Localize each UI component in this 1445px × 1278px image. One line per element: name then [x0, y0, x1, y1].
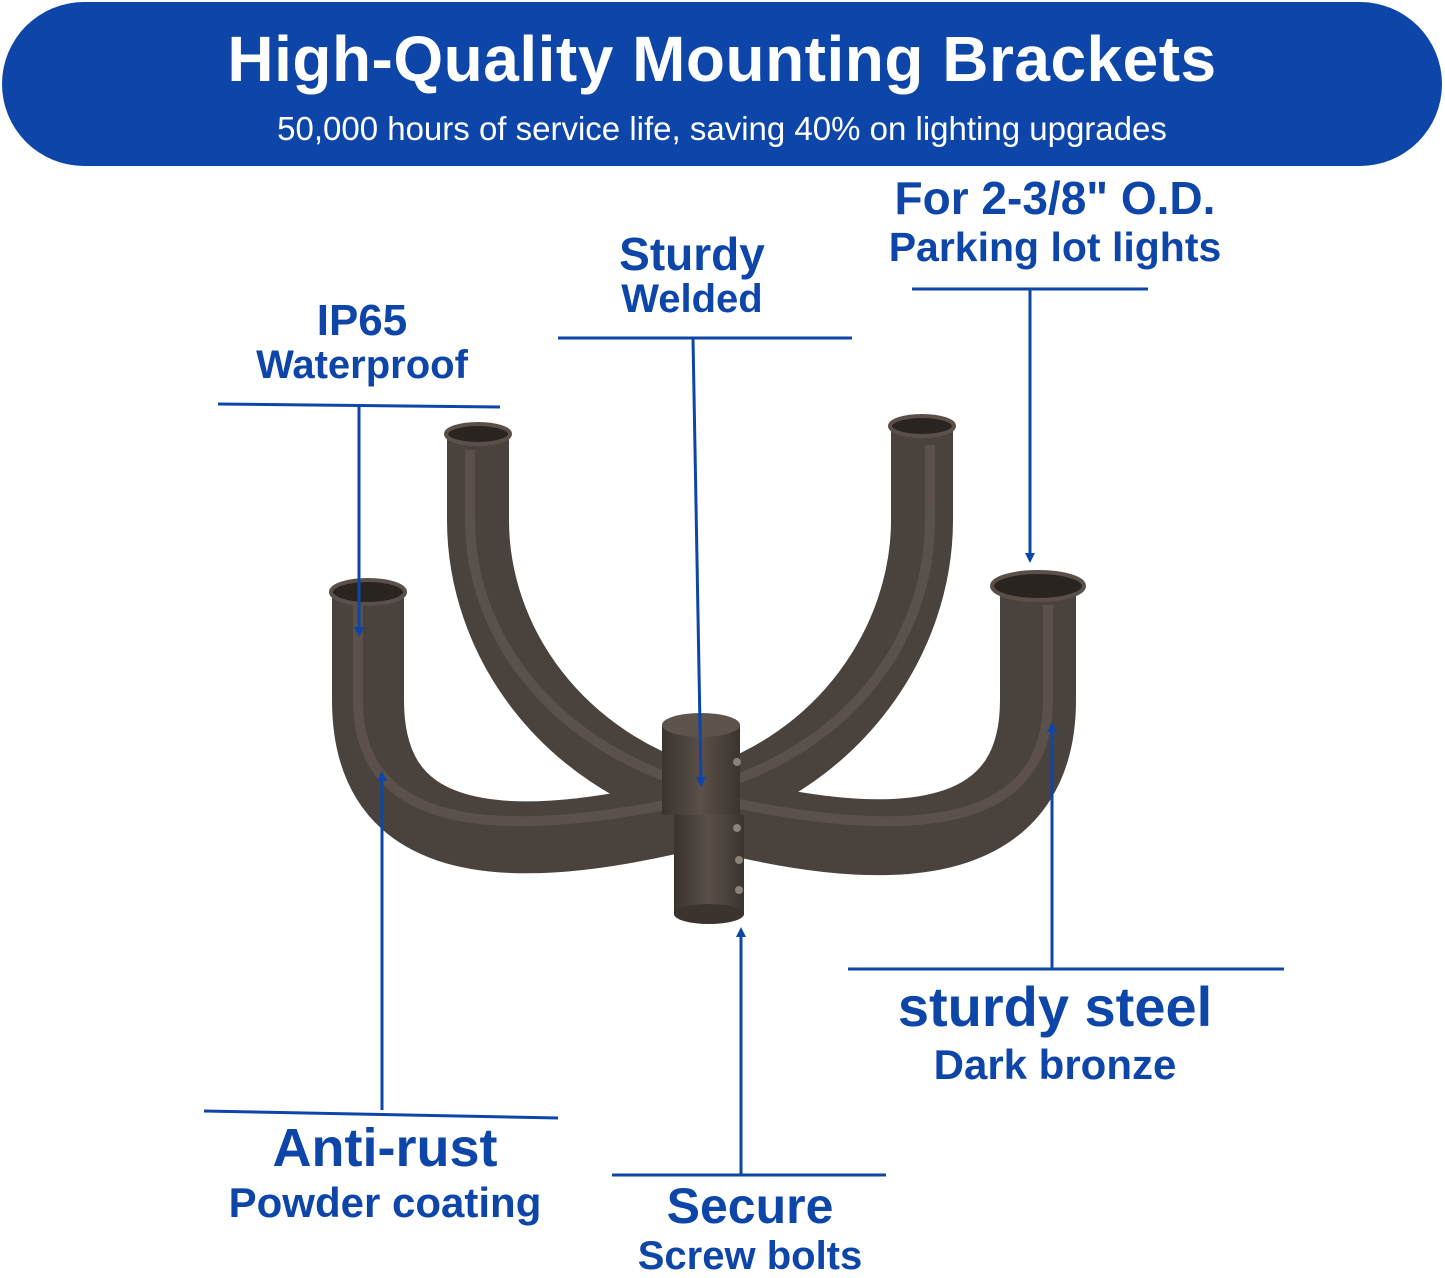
callout-outer-diameter: For 2-3/8" O.D. Parking lot lights: [820, 174, 1290, 269]
callout-ip65-subtitle: Waterproof: [256, 343, 468, 388]
banner-title: High-Quality Mounting Brackets: [227, 23, 1217, 95]
leader-lines: [203, 287, 1284, 1177]
callout-sturdy-welded: Sturdy Welded: [542, 228, 842, 322]
callout-steel-title: sturdy steel: [897, 975, 1213, 1038]
callout-od-subtitle: Parking lot lights: [888, 224, 1222, 271]
callout-sturdy-steel: sturdy steel Dark bronze: [840, 975, 1270, 1088]
callout-secure-bolts: Secure Screw bolts: [590, 1180, 910, 1277]
callout-rust-subtitle: Powder coating: [228, 1178, 542, 1226]
callout-welded-subtitle: Welded: [621, 277, 763, 322]
callout-ip65-title: IP65: [316, 296, 408, 345]
callout-secure-title: Secure: [666, 1178, 834, 1234]
callout-anti-rust: Anti-rust Powder coating: [190, 1120, 580, 1225]
callout-rust-title: Anti-rust: [272, 1118, 498, 1178]
bracket-arms: [332, 430, 1076, 876]
callout-welded-title: Sturdy: [619, 228, 765, 280]
pipe-openings: [329, 414, 1086, 606]
header-banner: High-Quality Mounting Brackets 50,000 ho…: [2, 2, 1442, 166]
arm-front-left: [332, 592, 714, 874]
callout-od-title: For 2-3/8" O.D.: [894, 172, 1216, 224]
central-hub: [662, 713, 744, 924]
callout-secure-subtitle: Screw bolts: [637, 1233, 863, 1278]
banner-subtitle: 50,000 hours of service life, saving 40%…: [277, 110, 1167, 147]
callout-ip65-waterproof: IP65 Waterproof: [212, 296, 512, 388]
arm-front-right: [695, 592, 1076, 876]
callout-steel-subtitle: Dark bronze: [933, 1040, 1177, 1088]
